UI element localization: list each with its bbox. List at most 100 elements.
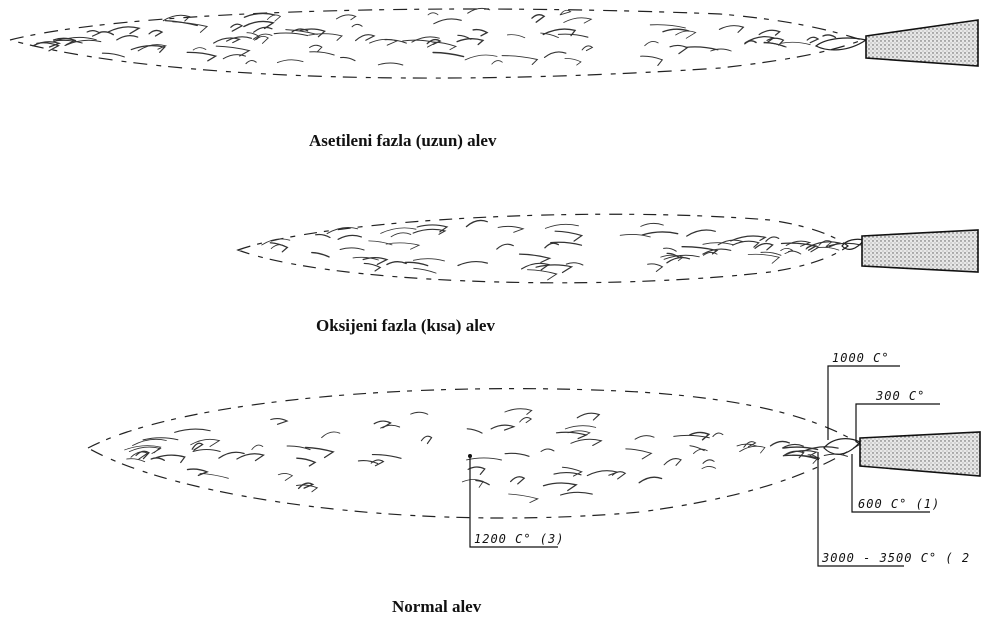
flame-swirl-stroke xyxy=(694,449,708,453)
inner-cone xyxy=(816,38,866,50)
flame-swirl-stroke xyxy=(648,264,663,272)
flame-swirl-stroke xyxy=(133,439,167,445)
flame-swirl-stroke xyxy=(522,263,549,270)
flame-swirl-stroke xyxy=(271,245,285,249)
flame-swirl-stroke xyxy=(505,453,529,456)
caption-normal: Normal alev xyxy=(392,597,481,617)
flame-swirl-stroke xyxy=(667,257,690,262)
flame-swirl-stroke xyxy=(544,483,577,490)
flame-swirl-stroke xyxy=(200,473,229,478)
flame-swirl-stroke xyxy=(782,243,816,250)
flame-swirl-stroke xyxy=(246,60,256,63)
flame-swirl-stroke xyxy=(457,39,483,45)
flame-swirl-stroke xyxy=(378,63,402,65)
flame-swirl-stroke xyxy=(192,443,202,450)
flame-swirl-stroke xyxy=(565,58,581,65)
label-3000-3500c: 3000 - 3500 C° ( 2 xyxy=(822,551,970,565)
torch-tip xyxy=(860,432,980,476)
flame-swirl-stroke xyxy=(254,27,272,32)
flame-swirls xyxy=(125,409,848,503)
flame-swirl-stroke xyxy=(766,237,779,241)
flame-swirl-stroke xyxy=(341,57,355,60)
flame-swirl-stroke xyxy=(411,412,428,414)
flame-swirl-stroke xyxy=(187,52,216,60)
flame-swirl-stroke xyxy=(520,254,550,262)
flame-swirl-stroke xyxy=(505,409,532,415)
flame-swirl-stroke xyxy=(670,45,687,53)
torch-tip xyxy=(866,20,978,66)
flame-swirl-stroke xyxy=(781,248,793,253)
flame-swirl-stroke xyxy=(374,421,390,428)
flame-swirl-stroke xyxy=(807,37,818,42)
flame-swirl-stroke xyxy=(231,24,242,31)
flame-swirl-stroke xyxy=(664,459,681,466)
flame-swirl-stroke xyxy=(641,223,664,226)
flame-swirl-stroke xyxy=(566,263,583,265)
flame-swirl-stroke xyxy=(467,458,502,460)
flame-swirl-stroke xyxy=(759,30,780,35)
flame-swirl-stroke xyxy=(108,27,139,34)
flame-swirl-stroke xyxy=(733,241,759,247)
flame-oxygen-rich xyxy=(238,214,978,283)
flame-swirl-stroke xyxy=(299,483,313,488)
caption-oxygen-rich: Oksijeni fazla (kısa) alev xyxy=(316,316,495,336)
flame-swirl-stroke xyxy=(645,41,659,45)
flame-swirl-stroke xyxy=(502,56,537,65)
flame-swirl-stroke xyxy=(498,226,523,232)
flame-swirl-stroke xyxy=(310,45,322,51)
flame-swirl-stroke xyxy=(338,235,361,239)
flame-swirl-stroke xyxy=(309,34,342,41)
flame-swirl-stroke xyxy=(816,247,839,250)
flame-swirl-stroke xyxy=(703,460,714,464)
label-300c: 300 C° xyxy=(876,389,925,403)
flame-swirl-stroke xyxy=(719,26,743,33)
flame-swirl-stroke xyxy=(635,436,654,440)
flame-swirl-stroke xyxy=(274,33,308,36)
flame-swirl-stroke xyxy=(748,254,779,263)
flame-swirl-stroke xyxy=(473,30,487,36)
flame-swirl-stroke xyxy=(771,441,790,445)
flame-swirl-stroke xyxy=(316,234,330,237)
flame-swirl-stroke xyxy=(193,48,206,50)
flame-swirl-stroke xyxy=(620,234,650,237)
flame-swirl-stroke xyxy=(386,243,419,249)
flame-swirl-stroke xyxy=(687,230,716,236)
flame-swirl-stroke xyxy=(497,244,514,249)
flame-swirl-stroke xyxy=(372,455,401,459)
flame-swirl-stroke xyxy=(571,439,601,445)
flame-swirl-stroke xyxy=(117,36,138,40)
flame-swirl-stroke xyxy=(428,13,438,15)
flame-swirl-stroke xyxy=(755,243,773,249)
flame-swirl-stroke xyxy=(781,42,810,44)
flame-swirl-stroke xyxy=(306,447,334,457)
flame-swirl-stroke xyxy=(277,60,303,63)
flame-swirl-stroke xyxy=(387,262,406,265)
flame-swirl-stroke xyxy=(639,477,661,483)
flame-swirl-stroke xyxy=(102,53,124,57)
flame-swirl-stroke xyxy=(690,446,704,451)
flame-swirl-stroke xyxy=(545,243,558,248)
flame-swirl-stroke xyxy=(564,18,592,23)
flame-swirl-stroke xyxy=(310,52,335,55)
flame-swirl-stroke xyxy=(823,35,836,37)
flame-swirl-stroke xyxy=(650,25,685,28)
flame-swirl-stroke xyxy=(356,35,375,41)
flame-swirl-stroke xyxy=(686,47,718,50)
flame-swirl-stroke xyxy=(188,469,208,475)
flame-swirl-stroke xyxy=(467,429,482,433)
flame-swirl-stroke xyxy=(492,61,503,65)
flame-swirl-stroke xyxy=(541,449,554,451)
flame-swirl-stroke xyxy=(175,429,211,432)
flame-swirl-stroke xyxy=(278,473,292,480)
flame-swirl-stroke xyxy=(340,248,364,250)
flame-swirl-stroke xyxy=(414,268,436,273)
flame-swirl-stroke xyxy=(702,466,716,468)
flame-swirl-stroke xyxy=(561,492,593,495)
flame-swirl-stroke xyxy=(536,265,572,273)
flame-swirl-stroke xyxy=(369,241,392,245)
flame-swirl-stroke xyxy=(87,31,100,36)
torch-tip xyxy=(862,230,978,272)
flame-swirl-stroke xyxy=(577,413,599,420)
flame-swirl-stroke xyxy=(127,459,145,462)
